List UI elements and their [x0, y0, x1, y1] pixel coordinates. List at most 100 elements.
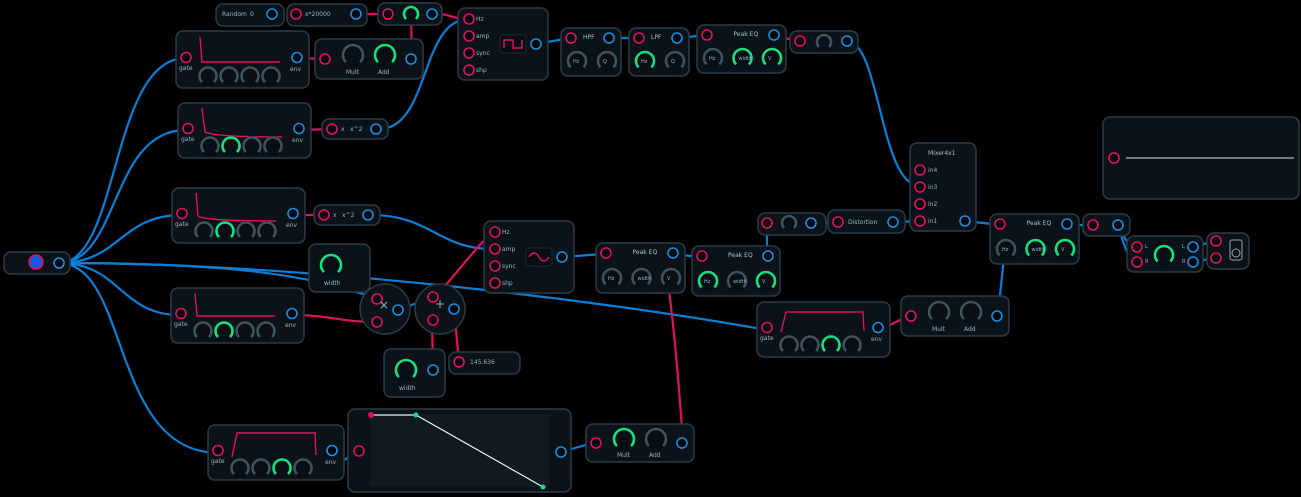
filter-knob[interactable] [631, 267, 652, 289]
amp-input[interactable] [489, 243, 501, 255]
filter-knob[interactable] [566, 50, 588, 72]
filter-knob[interactable] [634, 50, 656, 72]
cable-to-env3[interactable] [57, 213, 184, 265]
env-output[interactable] [326, 444, 338, 457]
sync-input[interactable] [489, 260, 501, 272]
filter-knob[interactable] [761, 47, 783, 69]
cable[interactable] [845, 39, 922, 188]
Hz-input[interactable] [463, 13, 475, 25]
output-port[interactable] [426, 8, 438, 20]
input-port[interactable] [994, 218, 1006, 230]
cable[interactable] [377, 17, 471, 131]
cable[interactable] [665, 274, 685, 445]
output-port[interactable] [1112, 219, 1124, 231]
input-port[interactable] [453, 356, 465, 368]
square-power-1[interactable] [321, 118, 389, 140]
env-knob[interactable] [842, 335, 862, 355]
cable-to-env1[interactable] [57, 56, 188, 265]
cable-to-env5[interactable] [57, 261, 221, 455]
cable-to-env2[interactable] [57, 128, 188, 265]
mult-add-2[interactable] [585, 423, 695, 463]
output-port[interactable] [448, 303, 460, 315]
output-port[interactable] [768, 29, 780, 41]
mult-add-1[interactable] [314, 38, 424, 80]
env-knob[interactable] [214, 321, 234, 341]
input-port[interactable] [1087, 219, 1099, 231]
output-port[interactable] [671, 32, 683, 44]
env-knob[interactable] [779, 335, 799, 355]
env-knob[interactable] [194, 221, 214, 241]
gate-input[interactable] [175, 307, 187, 320]
osc-output[interactable] [530, 38, 542, 50]
envelope-point[interactable] [368, 412, 374, 418]
env-knob[interactable] [263, 136, 283, 156]
add-knob[interactable] [644, 427, 668, 451]
output-port[interactable] [405, 53, 417, 65]
env-knob[interactable] [193, 321, 213, 341]
output-port[interactable] [603, 32, 615, 44]
mult-knob[interactable] [927, 300, 951, 324]
output-port[interactable] [991, 310, 1003, 322]
gate-input[interactable] [761, 321, 773, 334]
input-port[interactable] [696, 250, 708, 262]
output-port[interactable] [667, 247, 679, 259]
env-output[interactable] [286, 307, 298, 320]
filter-knob[interactable] [601, 267, 623, 289]
input-port[interactable] [1131, 241, 1143, 253]
env-knob[interactable] [215, 221, 235, 241]
envelope-point[interactable] [540, 484, 546, 490]
output-port[interactable] [1187, 241, 1199, 253]
mixer-module[interactable] [909, 142, 977, 232]
distortion-module[interactable] [827, 209, 906, 234]
in3-input[interactable] [914, 181, 926, 193]
output-port[interactable] [1061, 218, 1073, 230]
output-port[interactable] [370, 123, 382, 135]
filter-knob[interactable] [702, 47, 724, 69]
env-knob[interactable] [272, 458, 292, 478]
env-knob[interactable] [230, 458, 250, 478]
filter-knob[interactable] [697, 270, 719, 292]
gate-input[interactable] [212, 444, 224, 457]
scale-module[interactable] [286, 3, 368, 27]
env-output[interactable] [293, 122, 305, 135]
output-port[interactable] [1187, 256, 1199, 268]
clock-output[interactable] [53, 257, 65, 269]
output-port[interactable] [887, 216, 899, 228]
amp-input[interactable] [463, 30, 475, 42]
mult-knob[interactable] [341, 43, 365, 67]
output-port[interactable] [362, 209, 374, 221]
sync-input[interactable] [463, 47, 475, 59]
width-knob[interactable] [319, 253, 343, 277]
filter-knob[interactable] [726, 270, 748, 292]
shp-input[interactable] [463, 64, 475, 76]
gate-input[interactable] [182, 122, 194, 135]
input-port[interactable] [565, 32, 577, 44]
in2-input[interactable] [914, 198, 926, 210]
filter-knob[interactable] [664, 50, 686, 72]
env-knob[interactable] [200, 136, 220, 156]
random-module[interactable] [215, 3, 285, 27]
input-port[interactable] [319, 53, 331, 65]
input-port[interactable] [371, 316, 383, 328]
scope-input[interactable] [1108, 152, 1120, 164]
input-port[interactable] [427, 314, 439, 326]
input-port[interactable] [1210, 235, 1222, 247]
input-port[interactable] [590, 437, 602, 449]
env-knob[interactable] [219, 66, 239, 86]
input-port[interactable] [353, 445, 365, 457]
filter-knob[interactable] [660, 267, 682, 289]
gate-input[interactable] [176, 207, 188, 220]
input-port[interactable] [326, 123, 338, 135]
output-port[interactable] [392, 304, 404, 316]
square-power-2[interactable] [313, 204, 381, 226]
input-port[interactable] [600, 247, 612, 259]
output-port[interactable] [266, 8, 278, 20]
input-port[interactable] [382, 8, 394, 20]
input-port[interactable] [1131, 256, 1143, 268]
constant-module[interactable] [448, 351, 521, 375]
env-knob[interactable] [261, 66, 281, 86]
input-port[interactable] [761, 217, 773, 229]
env-output[interactable] [291, 51, 303, 64]
in4-input[interactable] [914, 164, 926, 176]
